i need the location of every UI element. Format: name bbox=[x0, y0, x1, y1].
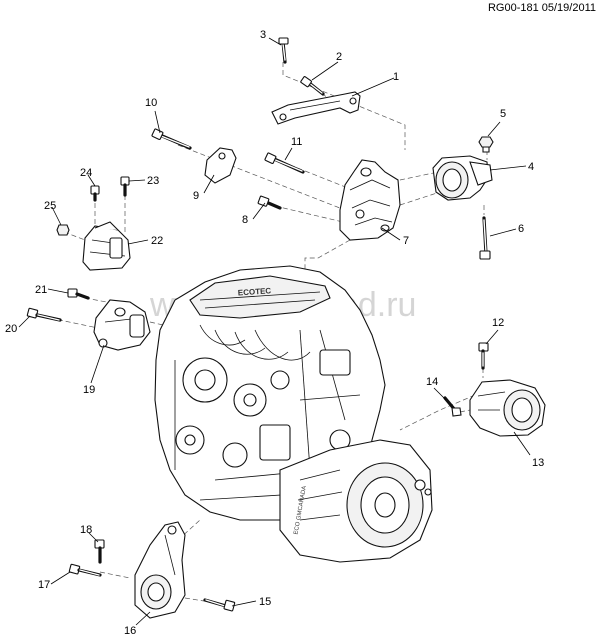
callout-23: 23 bbox=[147, 175, 159, 187]
callout-25: 25 bbox=[44, 200, 56, 212]
callout-1: 1 bbox=[393, 71, 399, 83]
bolt-20 bbox=[26, 307, 62, 322]
callout-20: 20 bbox=[5, 323, 17, 335]
bolt-12 bbox=[478, 342, 489, 370]
leader-lines bbox=[18, 37, 531, 626]
callout-7: 7 bbox=[403, 235, 409, 247]
bolt-18 bbox=[94, 539, 105, 564]
bolt-8 bbox=[257, 195, 282, 210]
engine-mount-4 bbox=[432, 155, 493, 201]
stud-14 bbox=[443, 396, 462, 417]
callout-5: 5 bbox=[500, 108, 506, 120]
callout-4: 4 bbox=[528, 161, 534, 173]
callout-14: 14 bbox=[426, 376, 438, 388]
callout-3: 3 bbox=[260, 29, 266, 41]
callout-19: 19 bbox=[83, 384, 95, 396]
diagram-id: RG00-181 05/19/2011 bbox=[487, 2, 596, 14]
brace-bracket-1 bbox=[271, 91, 361, 125]
callout-2: 2 bbox=[336, 51, 342, 63]
nut-5 bbox=[478, 136, 494, 153]
heat-shield-9 bbox=[204, 147, 237, 184]
transmission-assembly: ECO GMCANADA bbox=[279, 439, 433, 563]
bolt-10 bbox=[151, 128, 192, 150]
callout-16: 16 bbox=[124, 625, 136, 637]
engine-cover-text: ECOTEC bbox=[238, 286, 272, 297]
bolt-23 bbox=[120, 176, 130, 197]
callout-13: 13 bbox=[532, 457, 544, 469]
bolt-3 bbox=[278, 37, 289, 64]
bolt-2 bbox=[300, 76, 325, 96]
mount-bracket-19 bbox=[93, 299, 151, 351]
bolt-15 bbox=[203, 598, 236, 612]
callout-18: 18 bbox=[80, 524, 92, 536]
rear-mount-16 bbox=[134, 521, 186, 619]
callout-11: 11 bbox=[291, 136, 302, 148]
callout-10: 10 bbox=[145, 97, 157, 109]
callout-8: 8 bbox=[242, 214, 248, 226]
bolt-17 bbox=[68, 563, 102, 577]
callout-labels: 1 2 3 4 5 6 7 8 9 10 11 12 13 14 15 16 1… bbox=[5, 29, 544, 637]
callout-15: 15 bbox=[259, 596, 271, 608]
bolt-21 bbox=[67, 288, 90, 300]
bolt-6 bbox=[479, 216, 491, 260]
mount-bracket-22 bbox=[82, 221, 131, 271]
callout-6: 6 bbox=[518, 223, 524, 235]
callout-9: 9 bbox=[193, 190, 199, 202]
callout-24: 24 bbox=[80, 167, 92, 179]
transmission-mount-13 bbox=[469, 379, 546, 437]
nut-25 bbox=[56, 224, 70, 236]
callout-17: 17 bbox=[38, 579, 50, 591]
callout-12: 12 bbox=[492, 317, 504, 329]
callout-22: 22 bbox=[151, 235, 163, 247]
bolt-24 bbox=[90, 185, 100, 202]
bolt-11 bbox=[264, 152, 305, 174]
engine-mount-bracket-7 bbox=[339, 159, 401, 241]
callout-21: 21 bbox=[35, 284, 47, 296]
